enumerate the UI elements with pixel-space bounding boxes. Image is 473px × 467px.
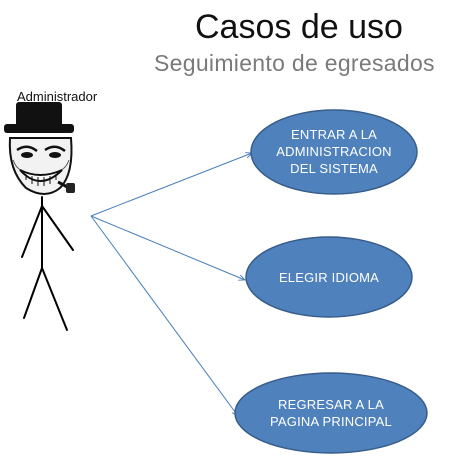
- use-case-label[interactable]: ELEGIR IDIOMA: [254, 269, 404, 286]
- use-case-label-line: DEL SISTEMA: [290, 161, 378, 176]
- connector-arrow: [90, 215, 245, 280]
- troll-face-top-hat-icon: [4, 102, 75, 195]
- use-case-label-line: ENTRAR A LA: [290, 127, 377, 142]
- use-case-label-line: REGRESAR A LA: [278, 397, 384, 412]
- use-case-ellipse[interactable]: [250, 109, 418, 195]
- actor-stick-figure: [21, 196, 74, 331]
- use-case-label-line: PAGINA PRINCIPAL: [270, 414, 392, 429]
- connector-arrow: [90, 153, 252, 217]
- use-case-label-line: ELEGIR IDIOMA: [278, 270, 380, 285]
- diagram-subtitle: Seguimiento de egresados: [154, 50, 435, 76]
- use-case-ellipse[interactable]: [234, 372, 428, 454]
- use-case-label[interactable]: ENTRAR A LA ADMINISTRACION DEL SISTEMA: [259, 126, 409, 177]
- diagram-title: Casos de uso: [195, 8, 403, 46]
- use-case-label-line: ADMINISTRACION: [276, 144, 392, 159]
- use-case-label[interactable]: REGRESAR A LA PAGINA PRINCIPAL: [246, 396, 416, 430]
- actor-label: Administrador: [17, 89, 98, 104]
- connector-arrow: [90, 215, 238, 416]
- use-case-ellipse[interactable]: [245, 236, 413, 318]
